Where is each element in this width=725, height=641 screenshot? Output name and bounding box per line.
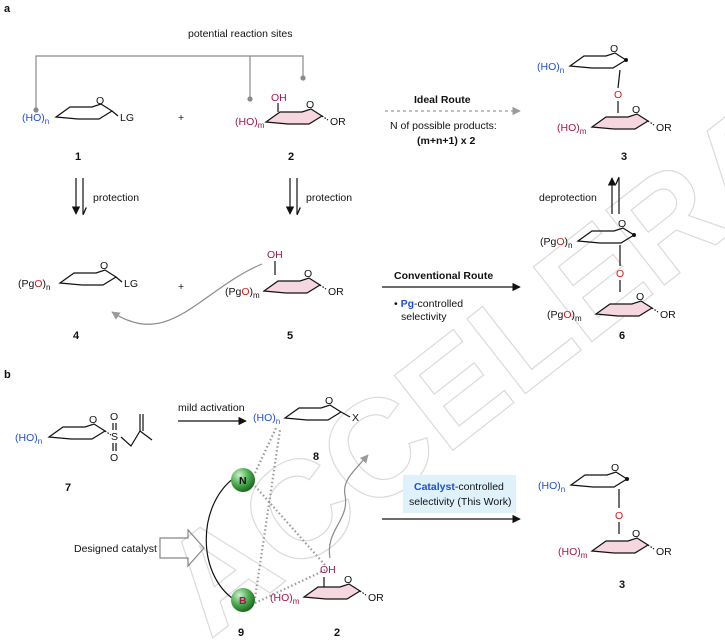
- conventional-route-label: Conventional Route: [394, 270, 493, 282]
- svg-text:OR: OR: [656, 122, 672, 134]
- catalyst-9: N B: [205, 427, 326, 612]
- this-work-label: selectivity (This Work): [409, 496, 511, 508]
- svg-text:O: O: [611, 462, 619, 474]
- compound-5-number: 5: [287, 330, 293, 342]
- svg-text:O: O: [304, 268, 312, 280]
- catalyst-boron-ball: [231, 588, 255, 612]
- svg-text:(HO)n: (HO)n: [15, 432, 42, 446]
- reaction-sites-bracket: [33, 55, 306, 113]
- svg-text:O: O: [89, 414, 97, 426]
- svg-text:O: O: [615, 510, 623, 522]
- compound-3-product: (HO)n O O (HO)m O OR: [538, 462, 672, 560]
- svg-text:(HO)m: (HO)m: [558, 546, 588, 560]
- compound-6-number: 6: [619, 330, 625, 342]
- compound-3b-number: 3: [619, 579, 625, 591]
- protection-arrow-left: [71, 178, 83, 214]
- catalyst-boron-label: B: [239, 595, 247, 607]
- plus-sign-middle: +: [178, 281, 184, 293]
- svg-text:S: S: [111, 431, 118, 443]
- svg-text:OR: OR: [330, 116, 346, 128]
- svg-text:(HO)n: (HO)n: [22, 112, 49, 126]
- hydroxyl-attack-curve: [111, 263, 263, 325]
- deprotection-label: deprotection: [539, 192, 597, 204]
- compound-2: OH (HO)m O OR: [235, 92, 346, 130]
- compound-2-acceptor: OH (HO)m O OR: [270, 564, 384, 606]
- svg-text:X: X: [352, 412, 359, 424]
- svg-text:OR: OR: [660, 309, 676, 321]
- svg-text:O: O: [610, 43, 618, 55]
- compound-1-number: 1: [75, 151, 81, 163]
- compound-5: OH (PgO)m O OR: [225, 249, 344, 300]
- compound-2-number: 2: [288, 151, 294, 163]
- svg-text:OH: OH: [267, 249, 283, 261]
- catalyst-nitrogen-label: N: [239, 475, 247, 487]
- compound-4-number: 4: [73, 330, 80, 342]
- compound-8: (HO)n O X: [253, 395, 359, 426]
- designed-catalyst-label: Designed catalyst: [74, 543, 157, 555]
- plus-sign-top: +: [178, 112, 184, 124]
- svg-text:O: O: [632, 528, 640, 540]
- svg-text:(HO)m: (HO)m: [557, 122, 587, 136]
- compound-8-number: 8: [313, 451, 319, 463]
- compound-1: (HO)n O LG: [22, 95, 134, 126]
- svg-text:O: O: [614, 89, 622, 101]
- svg-text:LG: LG: [120, 112, 134, 124]
- svg-text:(PgO)m: (PgO)m: [225, 286, 260, 300]
- svg-text:(PgO)m: (PgO)m: [547, 309, 582, 323]
- svg-text:LG: LG: [124, 278, 138, 290]
- svg-text:(HO)n: (HO)n: [538, 480, 565, 494]
- compound-3: (HO)n O O (HO)m O OR: [537, 43, 672, 136]
- svg-text:O: O: [344, 574, 352, 586]
- svg-text:OR: OR: [368, 592, 384, 604]
- compound-7: (HO)n O S O O: [15, 411, 153, 464]
- deprotection-arrow: [607, 178, 619, 214]
- catalyst-controlled-box: [403, 475, 516, 513]
- compound-9-number: 9: [238, 627, 244, 639]
- possible-products-label: N of possible products:: [390, 120, 497, 132]
- compound-6: (PgO)n O O (PgO)m O OR: [540, 218, 676, 323]
- compound-2b-number: 2: [334, 627, 340, 639]
- pg-controlled-label: • Pg-controlled: [394, 298, 463, 310]
- svg-text:O: O: [100, 260, 108, 272]
- protection-label-right: protection: [306, 192, 352, 204]
- svg-text:O: O: [616, 268, 624, 280]
- svg-text:O: O: [325, 395, 333, 407]
- svg-text:O: O: [632, 104, 640, 116]
- protection-arrow-right: [285, 178, 297, 214]
- svg-text:O: O: [110, 411, 118, 423]
- compound-7-number: 7: [65, 482, 71, 494]
- ideal-route-label: Ideal Route: [414, 94, 471, 106]
- svg-text:(HO)n: (HO)n: [537, 61, 564, 75]
- panel-a-label: a: [4, 3, 11, 15]
- panel-b-label: b: [4, 369, 11, 381]
- svg-text:O: O: [110, 452, 118, 464]
- compound-3-number: 3: [621, 151, 627, 163]
- catalyst-pointer-arrow: [159, 528, 205, 568]
- svg-text:OR: OR: [656, 546, 672, 558]
- mild-activation-label: mild activation: [178, 402, 245, 414]
- svg-text:O: O: [306, 99, 314, 111]
- svg-text:O: O: [96, 95, 104, 107]
- catalyst-controlled-label: Catalyst-controlled: [414, 481, 504, 493]
- pg-selectivity-label: selectivity: [401, 311, 447, 323]
- svg-text:OH: OH: [320, 564, 336, 576]
- svg-text:(HO)n: (HO)n: [253, 412, 280, 426]
- svg-text:(HO)m: (HO)m: [235, 116, 265, 130]
- svg-text:(PgO)n: (PgO)n: [540, 236, 572, 250]
- possible-products-formula: (m+n+1) x 2: [417, 135, 476, 147]
- catalyst-nitrogen-ball: [231, 468, 255, 492]
- glycosylation-attack-curve: [328, 454, 369, 559]
- svg-text:(HO)m: (HO)m: [270, 592, 300, 606]
- svg-text:OR: OR: [328, 286, 344, 298]
- svg-text:(PgO)n: (PgO)n: [18, 278, 50, 292]
- svg-text:OH: OH: [271, 92, 287, 104]
- potential-sites-label: potential reaction sites: [188, 28, 292, 40]
- svg-text:O: O: [636, 291, 644, 303]
- compound-4: (PgO)n O LG: [18, 260, 138, 292]
- svg-text:O: O: [618, 218, 626, 230]
- protection-label-left: protection: [93, 192, 139, 204]
